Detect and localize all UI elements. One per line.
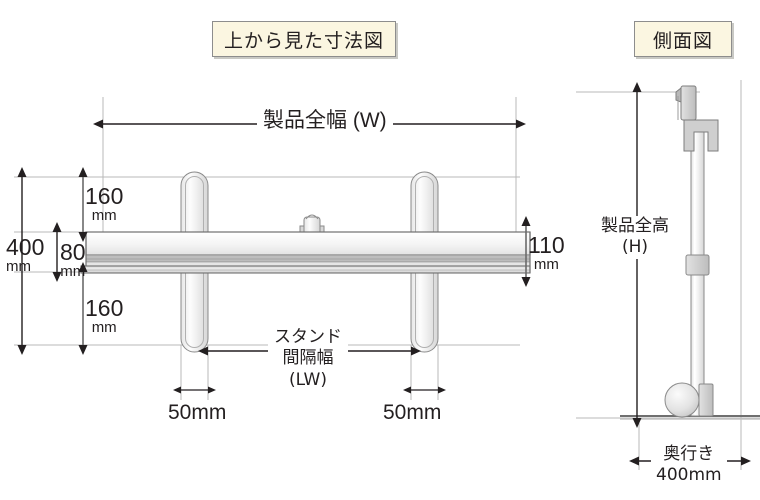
side-view-top-clamp <box>675 85 719 152</box>
title-box-side-view: 側面図 <box>634 21 732 57</box>
label-segment-160-bottom-unit: mm <box>91 319 117 336</box>
label-stand-spacing-line1: スタンド <box>274 327 342 347</box>
label-stand-spacing-line3: (LW) <box>289 369 327 390</box>
label-bar-depth-110: 110 mm <box>528 232 565 273</box>
main-bar-profile <box>80 231 531 274</box>
label-stand-spacing: スタンド 間隔幅 (LW) <box>268 327 348 391</box>
label-side-depth: 奥行き 400mm <box>651 444 727 487</box>
label-total-400-unit: mm <box>6 258 31 275</box>
label-side-depth-line2: 400mm <box>656 465 722 486</box>
label-segment-160-top: 160 mm <box>85 183 124 224</box>
label-segment-80-value: 80 <box>60 239 86 265</box>
title-box-top-view: 上から見た寸法図 <box>212 21 396 57</box>
label-bar-depth-110-unit: mm <box>533 256 559 273</box>
label-stand-spacing-line2: 間隔幅 <box>282 348 334 369</box>
label-segment-80: 80 mm <box>60 239 86 280</box>
label-segment-80-unit: mm <box>60 263 86 280</box>
label-overall-width: 製品全幅 (W) <box>257 110 393 131</box>
label-segment-160-bottom-value: 160 <box>85 295 124 321</box>
side-view-base-roller <box>664 382 714 418</box>
title-top-view-text: 上から見た寸法図 <box>223 29 384 52</box>
label-segment-160-bottom: 160 mm <box>85 295 124 336</box>
label-leg-offset-right: 50mm <box>383 401 442 424</box>
label-side-depth-line1: 奥行き <box>663 444 715 464</box>
label-overall-height-line1: 製品全高 <box>601 216 669 236</box>
label-total-400-value: 400 <box>6 234 45 260</box>
label-segment-160-top-unit: mm <box>91 207 117 224</box>
label-leg-offset-left: 50mm <box>168 401 227 424</box>
side-view-pole <box>685 119 710 417</box>
label-bar-depth-110-value: 110 <box>528 232 565 258</box>
label-overall-height: 製品全高 (H) <box>597 216 673 259</box>
label-total-400: 400 mm <box>6 234 45 275</box>
title-side-view-text: 側面図 <box>652 29 713 52</box>
label-overall-height-line2: (H) <box>621 237 649 258</box>
extension-lines-side-view <box>576 80 760 470</box>
label-segment-160-top-value: 160 <box>85 183 124 209</box>
